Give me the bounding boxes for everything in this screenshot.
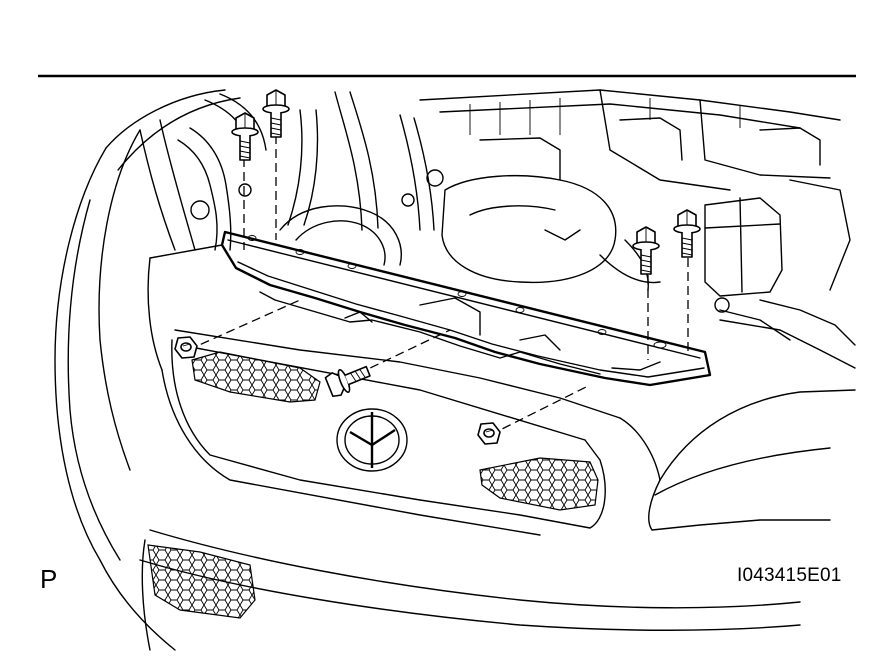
radiator-support-bracket [220, 230, 712, 387]
figure-id-label: I043415E01 [737, 565, 842, 586]
upper-grille-mesh [191, 351, 599, 511]
engine-bay [105, 89, 856, 346]
clip-icon [174, 336, 198, 359]
clip-icon [477, 422, 501, 445]
bolt-icon [632, 226, 660, 275]
view-indicator-label: P [40, 564, 58, 594]
bolt-icon [231, 112, 259, 161]
bolt-icon [262, 89, 290, 138]
horizontal-bolt-icon [324, 365, 371, 398]
grille-emblem [336, 408, 408, 472]
lower-intake-mesh [147, 544, 256, 619]
bolt-icon [673, 209, 701, 258]
